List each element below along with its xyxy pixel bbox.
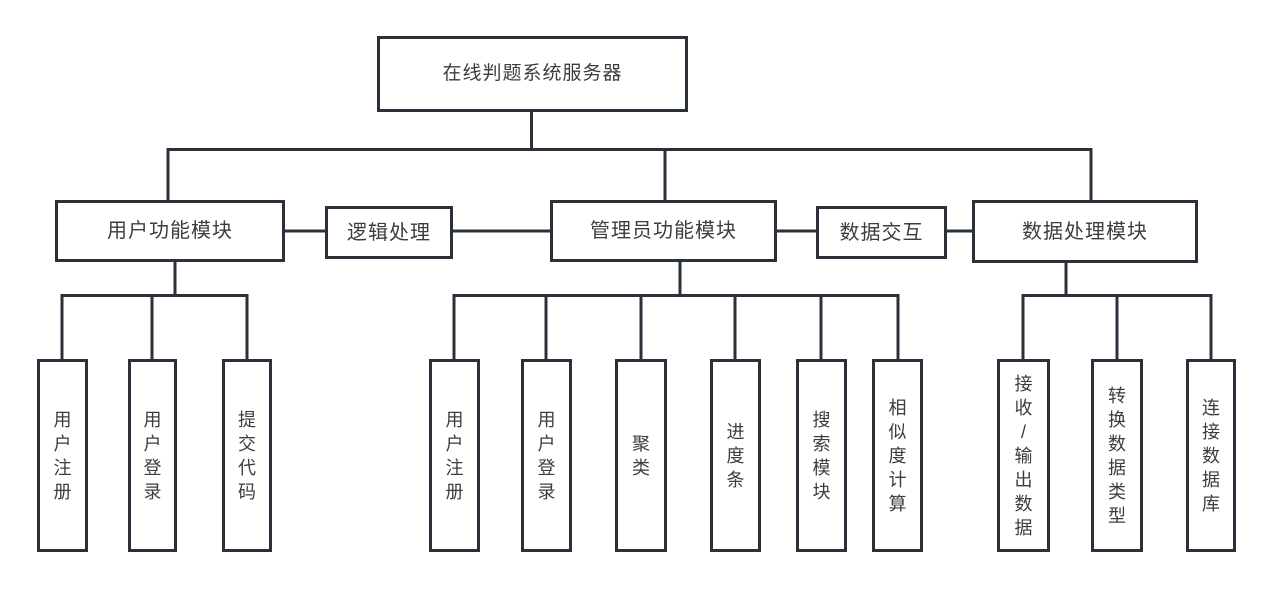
node-label: 数据交互 <box>839 221 924 244</box>
node-convert-data-type: 转 换 数 据 类 型 <box>1091 359 1143 552</box>
connector-data-module-children <box>1021 262 1213 360</box>
node-online-judge-server: 在线判题系统服务器 <box>377 36 688 112</box>
node-admin-user-login: 用 户 登 录 <box>521 359 572 552</box>
node-data-exchange: 数据交互 <box>816 206 947 259</box>
node-logic-process: 逻辑处理 <box>325 206 453 259</box>
node-label: 用 户 注 册 <box>53 409 72 502</box>
node-clustering: 聚 类 <box>615 359 667 552</box>
node-submit-code: 提 交 代 码 <box>222 359 272 552</box>
node-admin-function-module: 管理员功能模块 <box>550 200 777 262</box>
node-search-module: 搜 索 模 块 <box>796 359 847 552</box>
node-label: 聚 类 <box>632 433 650 478</box>
node-connect-database: 连 接 数 据 库 <box>1186 359 1236 552</box>
node-user-function-module: 用户功能模块 <box>55 200 285 262</box>
node-label: 接 收 / 输 出 数 据 <box>1014 373 1033 538</box>
node-label: 转 换 数 据 类 型 <box>1108 385 1126 526</box>
node-label: 用 户 登 录 <box>537 409 556 502</box>
node-label: 用 户 登 录 <box>143 409 162 502</box>
node-label: 用户功能模块 <box>107 220 233 242</box>
node-label: 进 度 条 <box>726 421 745 490</box>
connector-admin-module-children <box>452 261 900 360</box>
node-label: 管理员功能模块 <box>590 220 737 242</box>
node-admin-user-register: 用 户 注 册 <box>429 359 480 552</box>
node-label: 数据处理模块 <box>1022 220 1148 243</box>
node-label: 搜 索 模 块 <box>812 409 831 502</box>
node-label: 用 户 注 册 <box>445 409 464 502</box>
node-receive-output-data: 接 收 / 输 出 数 据 <box>997 359 1050 552</box>
node-user-register: 用 户 注 册 <box>37 359 88 552</box>
node-label: 在线判题系统服务器 <box>442 63 623 84</box>
connector-root-to-level2 <box>166 112 1093 200</box>
node-label: 相 似 度 计 算 <box>888 397 907 514</box>
node-label: 连 接 数 据 库 <box>1202 397 1220 514</box>
node-label: 提 交 代 码 <box>238 409 256 502</box>
node-data-process-module: 数据处理模块 <box>972 200 1198 263</box>
node-similarity-calculation: 相 似 度 计 算 <box>872 359 923 552</box>
node-user-login: 用 户 登 录 <box>128 359 177 552</box>
node-label: 逻辑处理 <box>347 221 431 244</box>
node-progress-bar: 进 度 条 <box>710 359 761 552</box>
connector-user-module-children <box>60 261 249 360</box>
